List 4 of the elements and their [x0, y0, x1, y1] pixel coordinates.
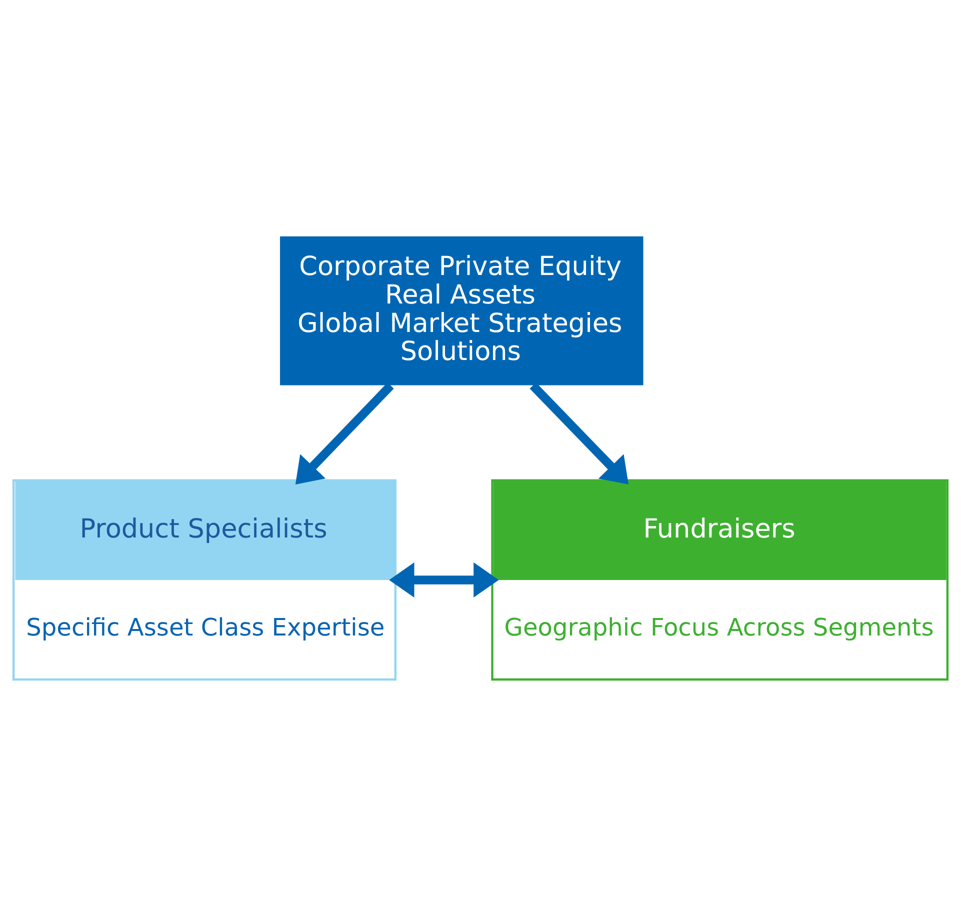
arrow — [389, 562, 499, 598]
node-box: Corporate Private Equity Real Assets Global Market Strategies Solutions — [280, 236, 644, 386]
arrow — [530, 382, 629, 484]
arrow — [295, 382, 394, 484]
